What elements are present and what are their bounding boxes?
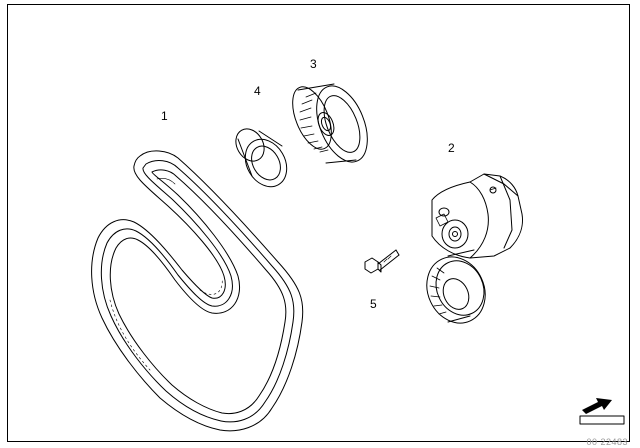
idler-pulley: [292, 83, 368, 164]
callout-pulley-cap: 4: [254, 84, 261, 98]
callout-idler-pulley: 3: [310, 57, 317, 71]
document-number: 00 22483: [586, 437, 628, 447]
tensioner: [426, 173, 523, 324]
direction-arrow-logo: [579, 398, 625, 425]
callout-tensioner: 2: [448, 141, 455, 155]
drive-belt: [91, 150, 304, 432]
callout-bolt: 5: [370, 297, 377, 311]
diagram-frame: [7, 4, 630, 442]
bolt: [364, 249, 400, 274]
pulley-cap: [235, 128, 288, 188]
callout-belt: 1: [161, 109, 168, 123]
